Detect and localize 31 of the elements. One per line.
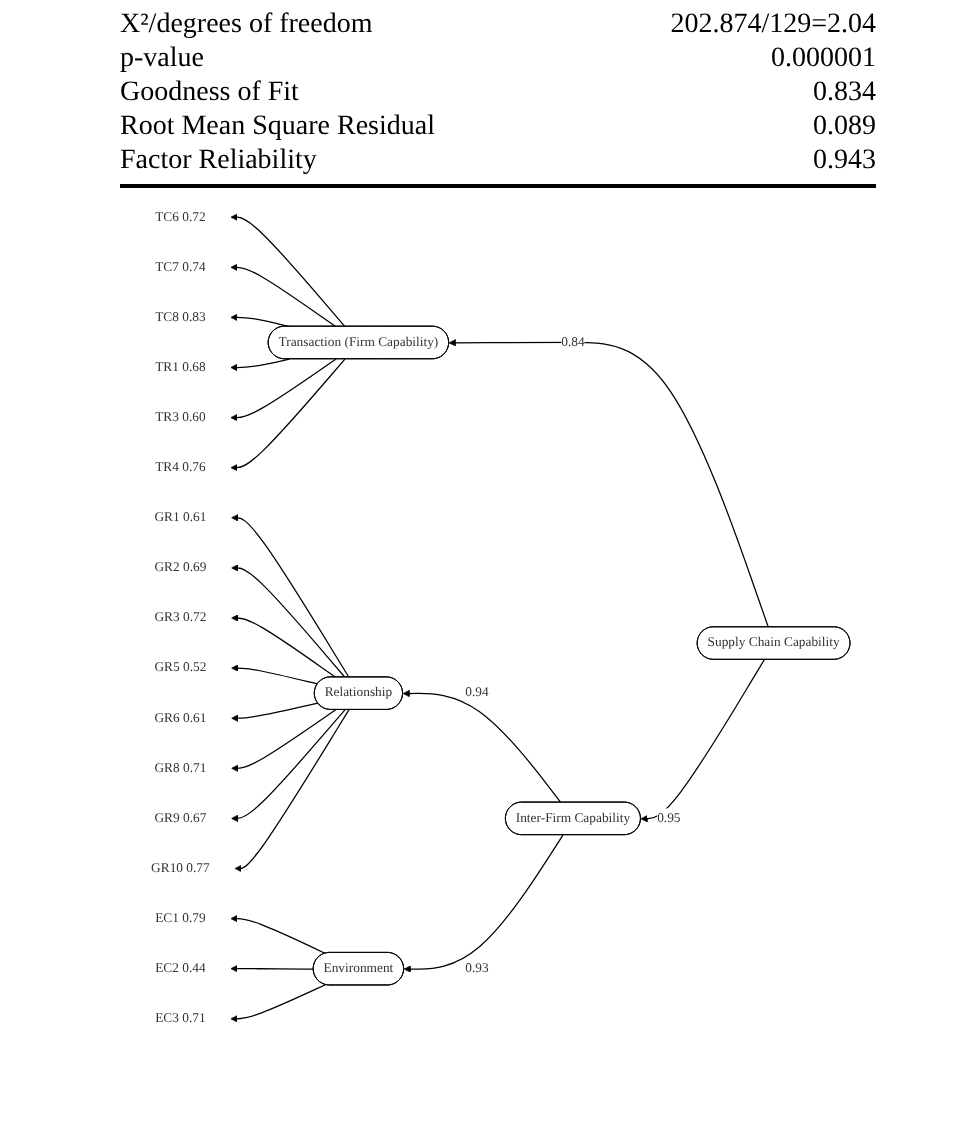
- table-value: 0.089: [811, 110, 876, 144]
- table-value: 202.874/129=2.04: [670, 8, 876, 42]
- table-label: Root Mean Square Residual: [120, 110, 437, 144]
- arrow: [403, 834, 564, 973]
- table-value: 0.000001: [769, 42, 876, 76]
- arrow: [231, 709, 337, 772]
- table-label: X²/degrees of freedom: [120, 8, 375, 42]
- arrow: [230, 914, 327, 955]
- arrow: [231, 564, 346, 678]
- arrow: [448, 339, 769, 628]
- arrow: [640, 659, 765, 823]
- arrow: [231, 514, 350, 678]
- arrow: [230, 358, 290, 372]
- table-label: p-value: [120, 42, 206, 76]
- arrow: [230, 213, 346, 328]
- arrow: [230, 358, 346, 472]
- table-label: Goodness of Fit: [120, 76, 301, 110]
- table-label: Factor Reliability: [120, 144, 319, 178]
- table-value: 0.834: [811, 76, 876, 110]
- arrow: [234, 709, 350, 873]
- arrow: [230, 263, 337, 328]
- arrow: [231, 709, 346, 823]
- arrow: [230, 984, 327, 1023]
- arrow: [230, 313, 290, 328]
- arrow: [231, 614, 337, 678]
- arrow: [230, 358, 337, 422]
- arrow: [231, 702, 319, 722]
- arrow: [402, 689, 562, 804]
- arrow: [230, 965, 315, 973]
- table-value: 0.943: [811, 144, 876, 178]
- arrow: [231, 664, 319, 685]
